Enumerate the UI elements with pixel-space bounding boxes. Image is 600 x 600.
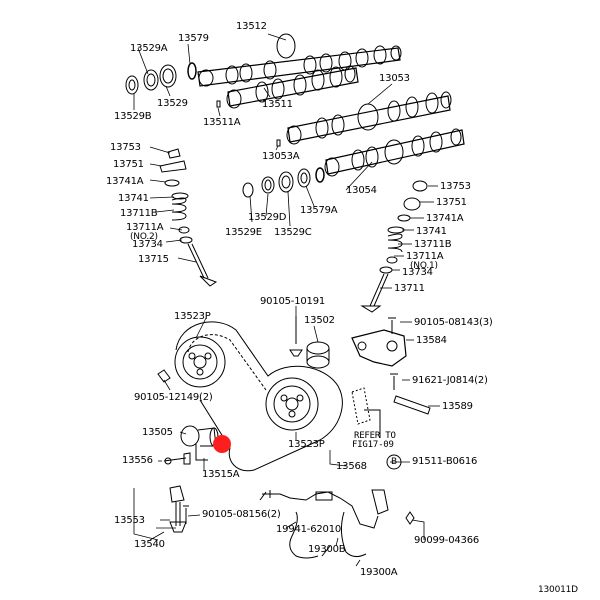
marker-circle-b: [386, 454, 402, 470]
label-13711: 13711: [394, 283, 425, 294]
bracket-13584: [351, 317, 407, 367]
label-90099: 90099-04366: [414, 535, 480, 546]
label-13523p-top: 13523P: [174, 311, 211, 322]
label-19300b: 19300B: [308, 544, 346, 555]
pulley-13523p-bottom: [265, 377, 319, 431]
label-no2: (NO.2): [130, 232, 158, 242]
label-no1: (NO.1): [410, 261, 438, 271]
label-13529a: 13529A: [130, 43, 168, 54]
label-13529b: 13529B: [114, 111, 152, 122]
label-13511a: 13511A: [203, 117, 241, 128]
label-13734-left: 13734: [132, 239, 163, 250]
label-13054: 13054: [346, 185, 377, 196]
label-13553: 13553: [114, 515, 145, 526]
label-13529: 13529: [157, 98, 188, 109]
label-13589: 13589: [442, 401, 473, 412]
highlight-marker: [213, 435, 231, 453]
label-91621: 91621-J0814(2): [412, 375, 488, 386]
label-90105-12149: 90105-12149(2): [134, 392, 213, 403]
label-13529e: 13529E: [225, 227, 262, 238]
camshaft-13512: [197, 33, 402, 87]
label-13540: 13540: [134, 539, 165, 550]
refer-note-line1: REFER TO: [354, 431, 396, 441]
label-13502: 13502: [304, 315, 335, 326]
label-13711a-left: 13711A: [126, 222, 164, 233]
arm-13589: [390, 373, 431, 415]
label-13751-right: 13751: [436, 197, 467, 208]
label-13053: 13053: [379, 73, 410, 84]
label-13529d: 13529D: [248, 212, 287, 223]
label-13512: 13512: [236, 21, 267, 32]
label-13556: 13556: [122, 455, 153, 466]
label-13579: 13579: [178, 33, 209, 44]
label-90105-08143: 90105-08143(3): [414, 317, 493, 328]
valve-stack-left: [159, 148, 218, 287]
timing-belt: [175, 321, 343, 472]
refer-bracket: [351, 387, 381, 438]
label-13523p-bottom: 13523P: [288, 439, 325, 450]
camshaft-13053: [286, 91, 452, 145]
leader-lines: [133, 33, 440, 567]
label-19941: 19941-62010: [276, 524, 342, 535]
clip-90099: [405, 511, 415, 525]
idler-13502: [306, 341, 330, 369]
camshaft-13054: [324, 128, 465, 177]
label-13579a: 13579A: [300, 205, 338, 216]
label-13741-left: 13741: [118, 193, 149, 204]
pulley-13523p-top: [174, 336, 226, 388]
label-13751-left: 13751: [113, 159, 144, 170]
camshaft-13511: [226, 65, 359, 109]
label-13529c: 13529C: [274, 227, 312, 238]
label-13741a-left: 13741A: [106, 176, 144, 187]
label-19300a: 19300A: [360, 567, 398, 578]
marker-b-text: B: [391, 457, 397, 467]
label-13753-right: 13753: [440, 181, 471, 192]
wire-harness-19300: [259, 489, 389, 559]
pin-13053a: [276, 139, 281, 147]
label-13741-right: 13741: [416, 226, 447, 237]
label-13734-right: 13734: [402, 267, 433, 278]
seal-group-13529: [125, 62, 197, 95]
bolt-13556: [163, 452, 191, 465]
diagram-code: 130011D: [538, 585, 578, 595]
label-13568: 13568: [336, 461, 367, 472]
label-13505: 13505: [142, 427, 173, 438]
label-13711b-right: 13711B: [414, 239, 452, 250]
bolt-90105-10191: [289, 316, 303, 357]
label-13711b-left: 13711B: [120, 208, 158, 219]
label-13711a-right: 13711A: [406, 251, 444, 262]
bolt-90105-12149: [157, 369, 171, 383]
seal-group-13529-lower: [242, 167, 325, 198]
label-91511: 91511-B0616: [412, 456, 478, 467]
label-13715: 13715: [138, 254, 169, 265]
refer-note-line2: FIG17-09: [352, 440, 394, 450]
label-90105-10191: 90105-10191: [260, 296, 326, 307]
valve-stack-right: [360, 180, 428, 313]
label-13741a-right: 13741A: [426, 213, 464, 224]
label-90105-08156: 90105-08156(2): [202, 509, 281, 520]
label-13753-left: 13753: [110, 142, 141, 153]
label-13053a: 13053A: [262, 151, 300, 162]
label-13584: 13584: [416, 335, 447, 346]
sensor-assembly-13540: [169, 485, 189, 533]
label-13511: 13511: [262, 99, 293, 110]
pin-13511a: [216, 100, 221, 108]
label-13515a: 13515A: [202, 469, 240, 480]
tensioner-13505: [180, 425, 219, 461]
